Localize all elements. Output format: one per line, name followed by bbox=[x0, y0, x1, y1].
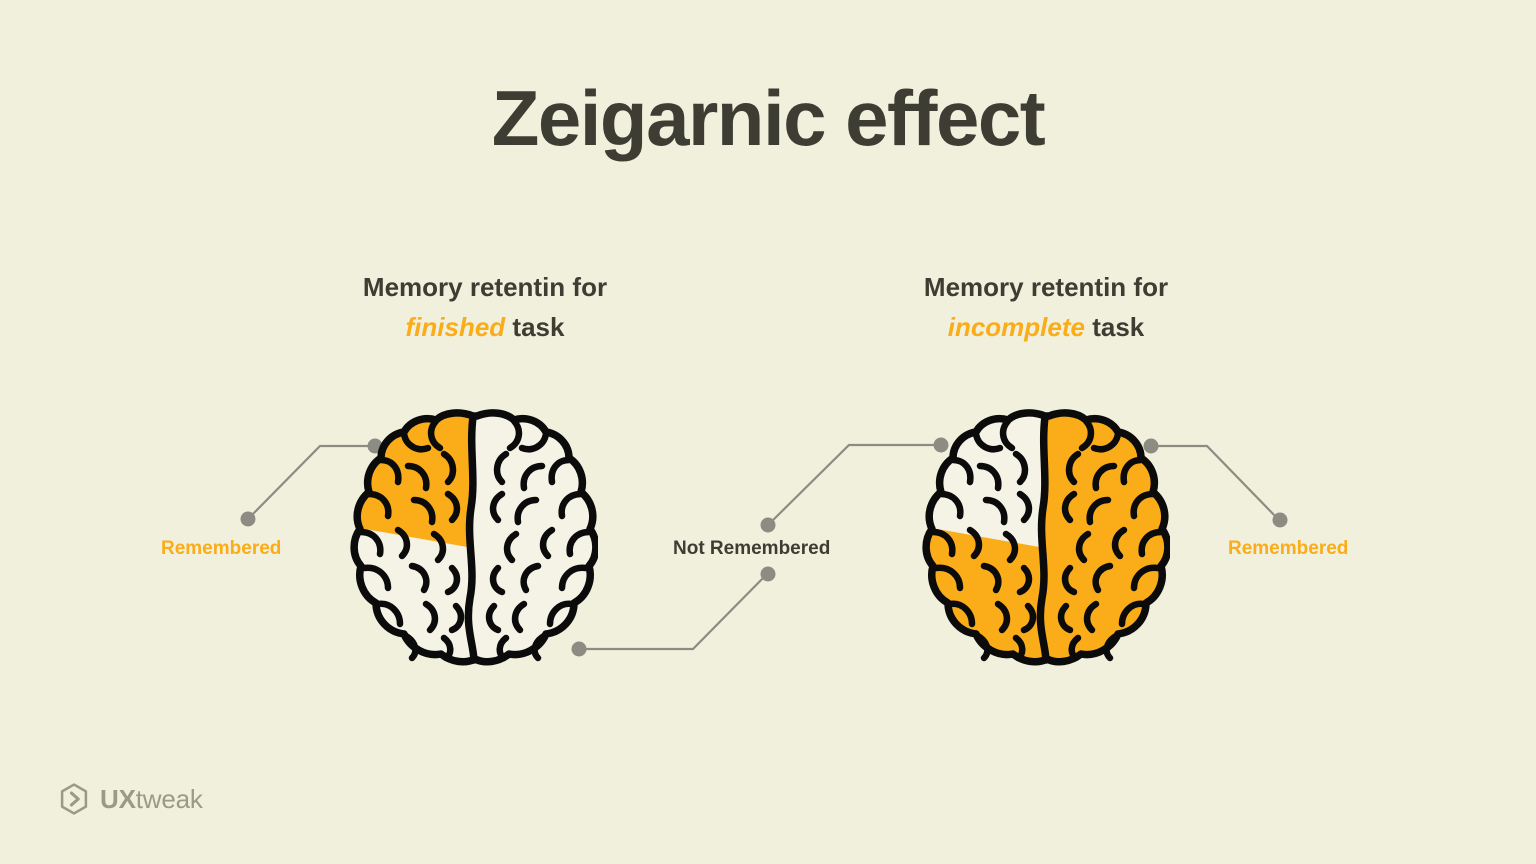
connector-dot-left-outer bbox=[240, 511, 256, 527]
connector-right-remembered bbox=[1152, 444, 1280, 521]
right-heading-emphasis: incomplete bbox=[947, 311, 1085, 342]
brain-outline bbox=[350, 409, 598, 666]
right-column-heading: Memory retentin for incomplete task bbox=[836, 268, 1256, 347]
right-heading-suffix: task bbox=[1092, 311, 1145, 342]
hexagon-chevron-icon bbox=[60, 783, 88, 815]
left-heading-emphasis: finished bbox=[405, 311, 506, 342]
label-remembered-left: Remembered bbox=[161, 538, 282, 559]
left-heading-line1: Memory retentin for bbox=[362, 272, 608, 302]
brain-illustration-incomplete-task bbox=[922, 409, 1170, 666]
right-heading-line2: incomplete task bbox=[836, 308, 1256, 348]
label-remembered-right: Remembered bbox=[1228, 538, 1349, 559]
brain-gyri-right-hemisphere bbox=[1057, 417, 1165, 662]
page-title: Zeigarnic effect bbox=[491, 74, 1046, 162]
left-heading-line2: finished task bbox=[275, 308, 695, 348]
left-heading-suffix: task bbox=[512, 311, 565, 342]
logo-text-thin: tweak bbox=[135, 784, 203, 814]
brain-gyri-left-hemisphere bbox=[357, 417, 465, 662]
brain-gyri-left-hemisphere bbox=[929, 417, 1037, 662]
label-not-remembered: Not Remembered bbox=[673, 538, 831, 559]
connector-left-not-remembered bbox=[577, 573, 768, 651]
connector-dot-right-outer bbox=[1272, 512, 1288, 528]
connector-dot-middle-lower bbox=[760, 566, 776, 582]
right-heading-line1: Memory retentin for bbox=[923, 272, 1169, 302]
brain-outline bbox=[922, 409, 1170, 666]
left-column-heading: Memory retentin for finished task bbox=[275, 268, 695, 347]
logo-text-bold: UX bbox=[100, 784, 136, 814]
connector-right-not-remembered bbox=[766, 443, 940, 527]
connector-dot-middle-upper bbox=[760, 517, 776, 533]
brain-illustration-finished-task bbox=[350, 409, 598, 666]
brain-gyri-right-hemisphere bbox=[485, 417, 593, 662]
logo-wordmark: UXtweak bbox=[100, 786, 203, 812]
uxtweak-logo[interactable]: UXtweak bbox=[57, 782, 203, 816]
